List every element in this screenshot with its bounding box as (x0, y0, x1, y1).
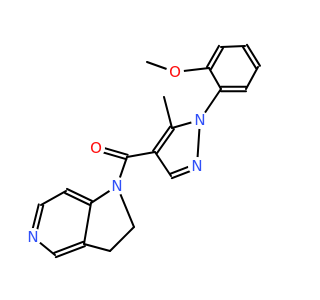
benzene-bond-4 (245, 66, 259, 90)
benzene-bond-3-b (245, 43, 261, 67)
benzene-bond-3-a (242, 46, 258, 70)
pyridine-n-atom: N (24, 228, 42, 246)
pyridine-bond-2 (40, 190, 67, 206)
pyrroline-bond-4 (83, 243, 111, 252)
carbonyl-oxygen-label: O (90, 139, 102, 157)
pyrazole-bond-2-b (155, 128, 175, 155)
benzene-bond-6 (208, 67, 222, 90)
atom-layer: O O N N N N (24, 63, 209, 246)
pyridine-bond-1-a (65, 187, 93, 202)
methoxy-oxygen-atom: O (166, 63, 184, 81)
carbonyl-oxygen-atom: O (87, 139, 105, 157)
pyrazole-n1-label: N (194, 111, 205, 129)
pyridine-n-label: N (27, 228, 38, 246)
pyrazole-n2-atom: N (188, 157, 206, 175)
benzene-bond-1-a (209, 47, 224, 71)
molecule-structure: O O N N N N (24, 43, 261, 259)
pyrroline-n-label: N (111, 177, 122, 195)
molecule-diagram: O O N N N N (24, 43, 261, 259)
pyrazole-methyl-bond (163, 96, 173, 129)
pyrroline-n-atom: N (108, 177, 126, 195)
carbonyl-link-bond (126, 151, 156, 158)
benzene-bond-1-b (206, 44, 221, 68)
pyridine-bond-5-b (53, 240, 85, 254)
pyridine-bond-5-a (54, 245, 86, 259)
methoxy-oxygen-label: O (169, 63, 181, 81)
pyrazole-bond-3 (154, 151, 172, 177)
pyridine-bond-6 (83, 202, 92, 245)
pyrroline-bond-3 (109, 226, 135, 252)
pyrazole-n2-label: N (191, 157, 202, 175)
pyrazole-n1-atom: N (191, 111, 209, 129)
pyrazole-bond-2-a (152, 125, 172, 152)
benzene-bond-2 (220, 45, 246, 48)
bond-layer (29, 43, 261, 259)
pyridine-bond-1-b (64, 192, 92, 207)
